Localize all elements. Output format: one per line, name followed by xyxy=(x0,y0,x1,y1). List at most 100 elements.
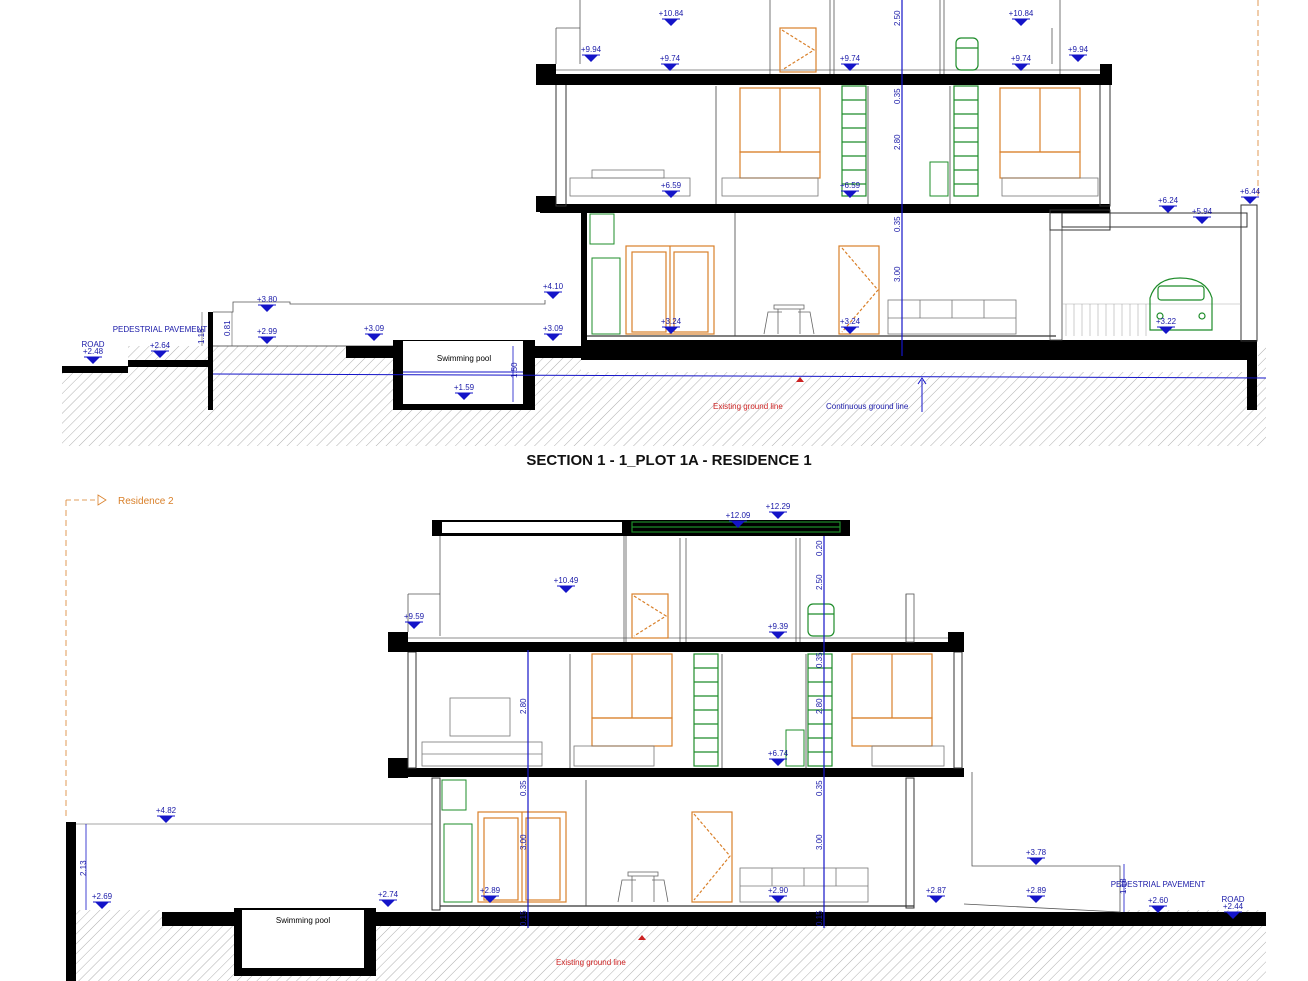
residence-2-label: Residence 2 xyxy=(118,496,174,507)
dim-label: 1.50 xyxy=(510,362,519,378)
kitchen-cabinet xyxy=(589,213,615,245)
water-tank xyxy=(807,603,835,637)
level-marker: +4.82 xyxy=(156,806,177,823)
level-marker: +9.74 xyxy=(840,54,861,71)
level-marker: +9.74 xyxy=(660,54,681,71)
level-marker: +3.80 xyxy=(257,295,278,312)
svg-text:+9.59: +9.59 xyxy=(404,612,425,621)
residence-indicator xyxy=(65,494,107,820)
svg-text:+3.09: +3.09 xyxy=(364,324,385,333)
svg-text:+2.89: +2.89 xyxy=(480,886,501,895)
svg-text:+6.44: +6.44 xyxy=(1240,187,1261,196)
svg-text:+6.24: +6.24 xyxy=(1158,196,1179,205)
dim-label: 0.35 xyxy=(815,780,824,796)
level-marker: +3.24 xyxy=(840,317,861,334)
svg-text:+1.59: +1.59 xyxy=(454,383,475,392)
window-left xyxy=(739,87,821,179)
pool-label: Swimming pool xyxy=(276,916,330,925)
level-marker: +12.29 xyxy=(766,502,791,519)
car-icon xyxy=(1149,277,1213,331)
level-marker: +6.59 xyxy=(840,181,861,198)
svg-text:+9.94: +9.94 xyxy=(581,45,602,54)
level-marker: +5.94 xyxy=(1192,207,1213,224)
svg-text:+6.74: +6.74 xyxy=(768,749,789,758)
svg-text:+5.94: +5.94 xyxy=(1192,207,1213,216)
level-marker: +2.99 xyxy=(257,327,278,344)
svg-text:+12.09: +12.09 xyxy=(726,511,751,520)
level-marker: +6.59 xyxy=(661,181,682,198)
level-marker: +6.24 xyxy=(1158,196,1179,213)
dim-label: 3.00 xyxy=(519,834,528,850)
svg-text:+2.64: +2.64 xyxy=(150,341,171,350)
washbasin xyxy=(929,161,949,197)
first-floor xyxy=(407,651,963,769)
level-marker: +3.78 xyxy=(1026,848,1047,865)
svg-text:+2.44: +2.44 xyxy=(1223,902,1244,911)
svg-text:+4.82: +4.82 xyxy=(156,806,177,815)
level-marker: +2.74 xyxy=(378,890,399,907)
ladder-left xyxy=(841,85,867,197)
svg-text:+3.24: +3.24 xyxy=(661,317,682,326)
patio-door xyxy=(625,245,715,335)
first-floor-slab xyxy=(540,204,1110,213)
fridge xyxy=(591,257,621,335)
existing-ground-marker xyxy=(638,935,646,940)
road-label: ROAD xyxy=(81,340,104,349)
ground-floor xyxy=(581,204,1258,342)
dim-label: 0.15 xyxy=(815,910,824,926)
svg-text:+6.59: +6.59 xyxy=(661,181,682,190)
dim-label: 0.35 xyxy=(893,88,902,104)
dim-label: 0.81 xyxy=(223,320,232,336)
dim-label: 2.50 xyxy=(893,10,902,26)
level-marker: +12.09 xyxy=(726,511,751,528)
pavement-slab xyxy=(128,360,208,367)
section-2: Residence 2 Swimming pool xyxy=(65,494,1266,981)
dim-label: 0.35 xyxy=(519,780,528,796)
pavement-label: PEDESTRIAL PAVEMENT xyxy=(113,325,208,334)
svg-text:+3.78: +3.78 xyxy=(1026,848,1047,857)
svg-text:+2.89: +2.89 xyxy=(1026,886,1047,895)
section1-title: SECTION 1 - 1_PLOT 1A - RESIDENCE 1 xyxy=(526,452,811,469)
level-marker: +9.59 xyxy=(404,612,425,629)
dim-label: 1.15 xyxy=(197,328,206,344)
svg-text:+2.69: +2.69 xyxy=(92,892,113,901)
svg-text:+4.10: +4.10 xyxy=(543,282,564,291)
svg-text:+9.74: +9.74 xyxy=(840,54,861,63)
svg-text:+12.29: +12.29 xyxy=(766,502,791,511)
boundary-railing xyxy=(213,300,546,313)
continuous-ground-label: Continuous ground line xyxy=(826,402,909,411)
roof-door xyxy=(779,27,817,73)
svg-text:+9.74: +9.74 xyxy=(1011,54,1032,63)
swimming-pool xyxy=(234,908,376,976)
ladder-right xyxy=(807,653,833,767)
svg-text:+3.22: +3.22 xyxy=(1156,317,1177,326)
dim-label: 3.00 xyxy=(815,834,824,850)
dim-label: 3.00 xyxy=(893,266,902,282)
level-marker: +3.24 xyxy=(661,317,682,334)
first-floor-slab xyxy=(388,768,964,777)
level-marker: +2.87 xyxy=(926,886,947,903)
ladder-left xyxy=(693,653,719,767)
boundary-wall xyxy=(66,822,76,981)
dim-label: 0.35 xyxy=(893,216,902,232)
dim-label: 2.13 xyxy=(79,860,88,876)
existing-ground-label: Existing ground line xyxy=(713,402,783,411)
roof-slab xyxy=(536,74,1112,85)
patio-door xyxy=(477,811,567,903)
level-marker: +2.64 xyxy=(150,341,171,358)
dining-set xyxy=(763,304,815,335)
bed-left xyxy=(569,169,691,197)
svg-text:+3.80: +3.80 xyxy=(257,295,278,304)
level-marker: +9.94 xyxy=(581,45,602,62)
dim-label: 2.50 xyxy=(815,574,824,590)
boundary-wall xyxy=(208,312,213,410)
svg-text:+9.94: +9.94 xyxy=(1068,45,1089,54)
svg-text:+10.49: +10.49 xyxy=(554,576,579,585)
level-marker: +9.74 xyxy=(1011,54,1032,71)
svg-text:+9.74: +9.74 xyxy=(660,54,681,63)
entry-door xyxy=(691,811,733,903)
dim-label: 0.15 xyxy=(519,910,528,926)
level-marker: +2.69 xyxy=(92,892,113,909)
window-left xyxy=(591,653,673,747)
svg-text:+3.24: +3.24 xyxy=(840,317,861,326)
